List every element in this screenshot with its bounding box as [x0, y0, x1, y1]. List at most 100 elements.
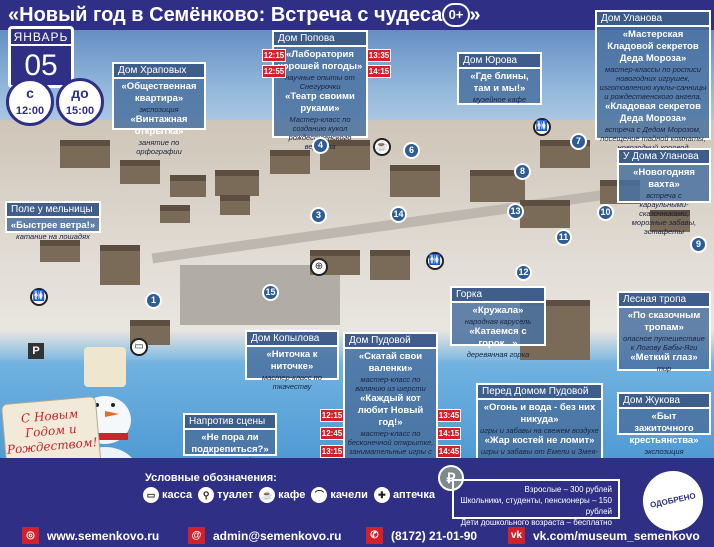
event-description: встреча с караульными-сказочниками, моро…	[631, 191, 697, 236]
location-marker[interactable]: 6	[403, 142, 420, 159]
legend-label: качели	[330, 489, 368, 501]
end-time: 15:00	[65, 105, 95, 117]
wooden-house	[650, 210, 690, 232]
event-title: «Скатай свои валенки»	[358, 351, 423, 374]
website-link[interactable]: www.semenkovo.ru	[47, 528, 160, 543]
time-badge: 14:45	[437, 445, 461, 458]
price-adults: Взрослые – 300 рублей	[524, 485, 613, 494]
legend-label: касса	[162, 489, 193, 501]
event-title: «Кладовая секретов Деда Мороза»	[605, 101, 701, 124]
legend-item: ⚲туалет	[198, 487, 253, 503]
coffee-icon: ☕	[373, 138, 391, 156]
event-title: «Быт зажиточного крестьянства»	[629, 411, 699, 446]
info-box-pered: Перед Домом Пудовой«Огонь и вода - без н…	[476, 383, 603, 470]
info-box-title: Дом Храповых	[114, 64, 204, 79]
wooden-house	[220, 195, 250, 215]
info-box-title: Поле у мельницы	[7, 203, 99, 218]
location-marker[interactable]: 7	[570, 133, 587, 150]
location-marker[interactable]: 9	[690, 236, 707, 253]
wooden-house	[120, 160, 160, 184]
info-box-gorka: Горка«Кружала»народная карусель«Катаемся…	[450, 286, 546, 359]
legend-label: кафе	[278, 489, 306, 501]
info-box-popova: Дом Попова«Лаборатория хорошей погоды»на…	[272, 30, 368, 151]
vk-link[interactable]: vk.com/museum_semenkovo	[533, 528, 700, 543]
info-box-scena: Напротив сцены «Не пора ли подкрепиться?»…	[183, 413, 277, 465]
location-marker[interactable]: 11	[555, 229, 572, 246]
info-box-title: Лесная тропа	[619, 293, 709, 308]
event-title: «Новогодняя вахта»	[633, 167, 695, 190]
location-marker[interactable]: 12	[515, 264, 532, 281]
event-title: «Винтажная открытка»	[130, 114, 188, 137]
event-title: «Не пора ли подкрепиться?»	[191, 432, 269, 455]
legend-item: ☕кафе	[259, 487, 305, 503]
wallet-icon: ▭	[130, 338, 148, 356]
event-description: экспозиция	[644, 447, 684, 456]
info-box-hrapovyh: Дом Храповых «Общественная квартира»экспо…	[112, 62, 206, 156]
wooden-house	[270, 150, 310, 174]
location-marker[interactable]: 4	[312, 137, 329, 154]
location-marker[interactable]: 13	[507, 203, 524, 220]
toilet-icon: ⚲	[198, 487, 215, 503]
event-title: «Каждый кот любит Новый год!»	[357, 393, 424, 428]
info-box-title: Дом Жукова	[619, 394, 709, 409]
info-box-title: Напротив сцены	[185, 415, 275, 430]
event-description: экспозиция	[139, 105, 179, 114]
info-box-zhukova: Дом Жукова «Быт зажиточного крестьянства»…	[617, 392, 711, 456]
location-marker[interactable]: 14	[390, 206, 407, 223]
legend-title: Условные обозначения:	[145, 472, 277, 484]
event-title: «Меткий глаз»	[630, 352, 698, 363]
event-description: встреча с Дедом Морозом, посещение тайно…	[600, 125, 706, 152]
location-marker[interactable]: 15	[262, 284, 279, 301]
first-aid-icon: ⊕	[310, 258, 328, 276]
end-clock: до 15:00	[56, 78, 104, 126]
event-title: «Общественная квартира»	[121, 81, 197, 104]
event-description: мастер-класс по ткачеству	[262, 373, 322, 391]
time-badge: 12:45	[320, 427, 344, 440]
event-description: научные опыты от Снегурочки	[285, 73, 355, 91]
event-title: «Лаборатория хорошей погоды»	[277, 49, 363, 72]
event-title: «Быстрее ветра!»	[10, 220, 96, 231]
info-box-title: Дом Юрова	[459, 54, 540, 69]
event-title: «Огонь и вода - без них никуда»	[483, 402, 596, 425]
first-aid-icon: ✚	[373, 487, 390, 503]
location-marker[interactable]: 3	[310, 207, 327, 224]
info-box-yurova: Дом Юрова«Где блины, там и мы!»музейное …	[457, 52, 542, 105]
wooden-house	[60, 140, 110, 168]
info-box-u_ulanova: У Дома Уланова«Новогодняя вахта»встреча …	[617, 148, 711, 236]
location-marker[interactable]: 1	[145, 292, 162, 309]
info-box-melnica: Поле у мельницы «Быстрее ветра!»катание н…	[5, 201, 101, 241]
wooden-house	[40, 240, 80, 262]
swing-icon: ⌒	[311, 487, 328, 503]
toilet-icon: 🚻	[533, 118, 551, 136]
event-title: «Катаемся с горок...»	[469, 326, 527, 349]
email-link[interactable]: admin@semenkovo.ru	[213, 528, 342, 543]
info-box-kopylova: Дом Копылова«Ниточка к ниточке»мастер-кл…	[245, 330, 339, 391]
toilet-icon: 🚻	[426, 252, 444, 270]
calendar: ЯНВАРЬ 05	[8, 26, 74, 88]
legend-item: ⌒качели	[311, 487, 368, 503]
event-description: занятие по орфографии	[136, 138, 182, 156]
phone-number[interactable]: (8172) 21-01-90	[391, 528, 478, 543]
event-description: катание на лошадях	[16, 232, 90, 241]
info-box-title: Дом Уланова	[597, 12, 709, 27]
coffee-icon: ☕	[259, 487, 276, 503]
event-description: деревянная горка	[466, 350, 530, 359]
info-box-title: Горка	[452, 288, 544, 303]
wooden-house	[170, 175, 206, 197]
event-description: игры и забавы на свежем воздухе	[480, 426, 599, 435]
time-badge: 13:35	[367, 49, 391, 62]
calendar-day: 05	[24, 49, 58, 82]
wooden-house	[520, 200, 570, 228]
info-box-title: Дом Пудовой	[345, 334, 436, 349]
legend-label: туалет	[217, 489, 254, 501]
location-marker[interactable]: 8	[514, 163, 531, 180]
time-badge: 14:15	[437, 427, 461, 440]
event-title: «По сказочным тропам»	[627, 310, 701, 333]
info-box-tropa: Лесная тропа«По сказочным тропам»опасное…	[617, 291, 711, 373]
wooden-house	[160, 205, 190, 223]
time-badge: 14:15	[367, 65, 391, 78]
wooden-house	[215, 170, 259, 196]
event-title: «Ниточка к ниточке»	[266, 349, 318, 372]
location-marker[interactable]: 10	[597, 204, 614, 221]
at-icon: @	[188, 527, 205, 544]
